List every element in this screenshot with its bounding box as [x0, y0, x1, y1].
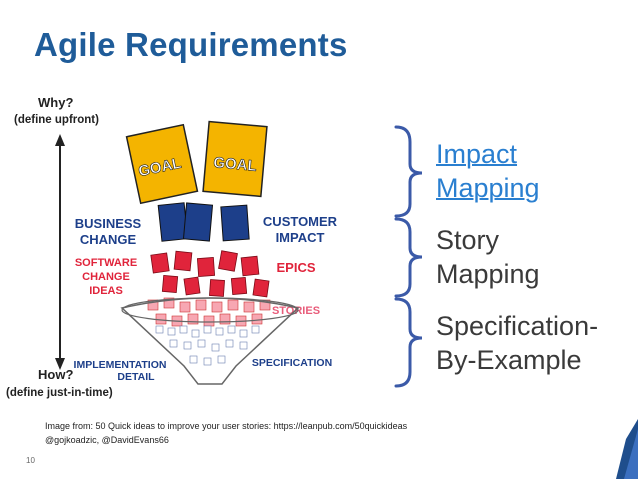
software-text: SOFTWARE: [75, 257, 137, 269]
corner-decoration: [616, 419, 638, 479]
how-sublabel: (define just-in-time): [6, 387, 113, 399]
implementation-text: IMPLEMENTATION: [74, 359, 167, 371]
requirements-funnel-illustration: GOAL GOAL BUSINESS CHANGE CUSTOMER IMPAC…: [74, 120, 338, 385]
impact-card-3: [220, 204, 250, 242]
impact-word: Impact: [436, 139, 518, 169]
caption-line-2: @gojkoadzic, @DavidEvans66: [45, 434, 169, 445]
brace-spec: [394, 297, 423, 388]
customer-text: CUSTOMER: [263, 214, 338, 229]
story-mapping-word: Mapping: [436, 258, 540, 289]
vertical-double-arrow: [55, 134, 65, 370]
why-label: Why?: [38, 95, 74, 110]
specification-word: Specification-: [436, 311, 599, 341]
image-caption: Image from: 50 Quick ideas to improve yo…: [45, 420, 407, 447]
stories-text: STORIES: [272, 305, 320, 317]
spec-by-example-label: Specification- By-Example: [436, 310, 598, 378]
braces: [394, 125, 423, 388]
impact-card-2: [182, 202, 214, 242]
brace-impact: [394, 125, 423, 218]
ideas-text: IDEAS: [89, 285, 123, 297]
goal-text-2: GOAL: [213, 154, 258, 175]
impact-mapping-link[interactable]: Impact Mapping: [436, 138, 540, 206]
why-sublabel: (define upfront): [14, 114, 99, 126]
slide-number: 10: [26, 456, 35, 465]
epics-text: EPICS: [276, 260, 315, 275]
goal-card-1: GOAL: [125, 123, 199, 205]
slide-title: Agile Requirements: [34, 26, 348, 63]
specification-text: SPECIFICATION: [252, 357, 332, 369]
funnel-rim: [121, 297, 299, 323]
software-change-text: CHANGE: [82, 271, 130, 283]
software-change-cards: [150, 250, 270, 298]
change-text: CHANGE: [80, 232, 137, 247]
goal-card-2: GOAL: [202, 120, 268, 198]
mapping-word: Mapping: [436, 172, 540, 203]
story-mapping-label: Story Mapping: [436, 224, 540, 292]
impact-text: IMPACT: [276, 230, 325, 245]
story-word: Story: [436, 225, 500, 255]
specification-cards: [155, 325, 260, 366]
brace-story: [394, 217, 423, 298]
business-text: BUSINESS: [75, 216, 142, 231]
caption-line-1: Image from: 50 Quick ideas to improve yo…: [45, 421, 408, 431]
by-example-word: By-Example: [436, 344, 582, 375]
how-label: How?: [38, 367, 74, 382]
detail-text: DETAIL: [117, 371, 155, 383]
